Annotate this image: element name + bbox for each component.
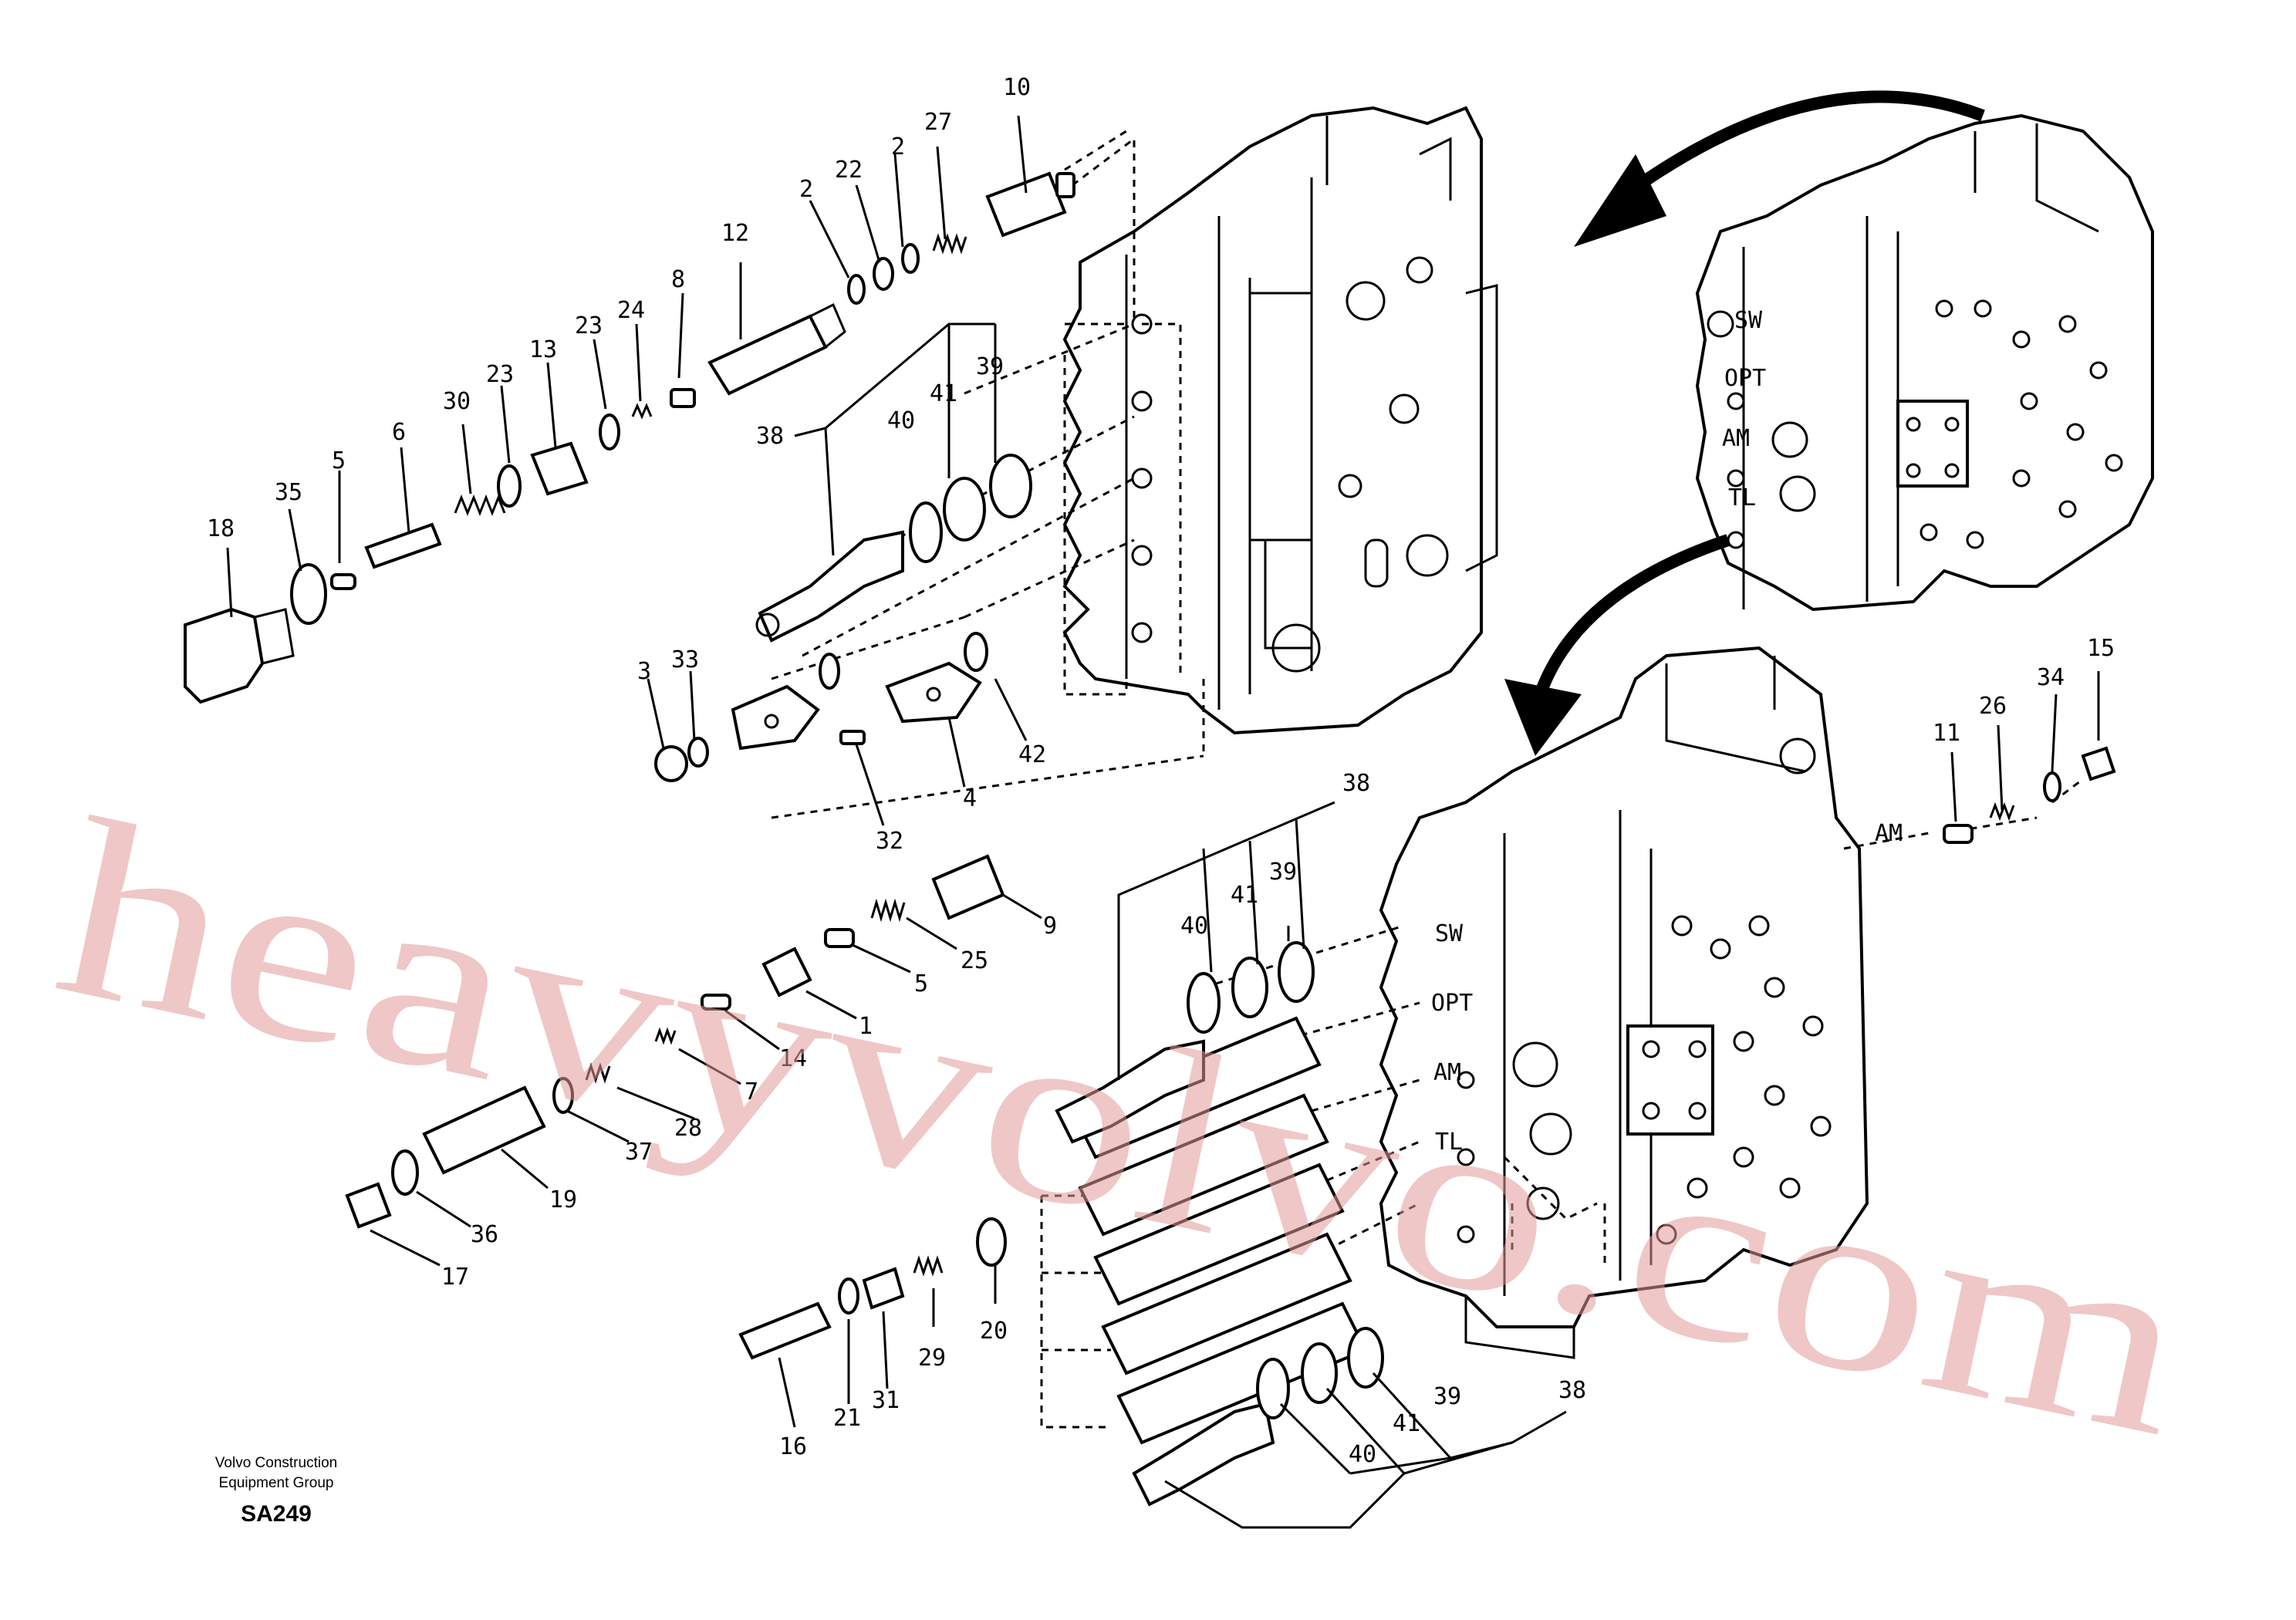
callout-40: 40: [1180, 913, 1208, 940]
callout-40: 40: [1349, 1441, 1376, 1468]
callout-32: 32: [876, 828, 903, 855]
callout-23: 23: [486, 361, 514, 388]
callout-22: 22: [835, 157, 863, 184]
callout-25: 25: [961, 947, 988, 974]
port-label-am: AM: [1433, 1059, 1461, 1086]
port-label-tl: TL: [1728, 484, 1756, 511]
callout-labels: 10 27 2 22 2 12 8 24 23 13 23 30 6 5 35 …: [207, 74, 2115, 1468]
port-label-opt: OPT: [1431, 990, 1473, 1017]
caption-company: Volvo Construction: [215, 1455, 337, 1471]
callout-40: 40: [887, 407, 915, 434]
callout-31: 31: [872, 1387, 900, 1414]
port-label-am: AM: [1722, 425, 1750, 452]
callout-10: 10: [1003, 74, 1031, 101]
callout-21: 21: [833, 1405, 861, 1432]
right-top-valve-view: [1695, 113, 2154, 612]
callout-41: 41: [930, 380, 957, 407]
upper-valve-block: [1062, 106, 1498, 735]
callout-20: 20: [980, 1318, 1008, 1345]
callout-39: 39: [976, 353, 1004, 380]
callout-28: 28: [674, 1115, 702, 1142]
port-labels-lower: SW OPT AM TL AM: [1431, 820, 1903, 1156]
callout-3: 3: [637, 658, 651, 685]
upper-dash-lines: [771, 130, 1205, 819]
callout-4: 4: [963, 785, 977, 812]
callout-38: 38: [1558, 1377, 1586, 1404]
right-side-parts: [1943, 746, 2116, 844]
callout-5: 5: [332, 447, 346, 474]
rotation-arrows: [1504, 90, 1985, 756]
port-label-sw: SW: [1435, 920, 1464, 947]
callout-27: 27: [924, 109, 952, 136]
callout-38: 38: [756, 423, 784, 450]
callout-24: 24: [617, 297, 645, 324]
port-label-opt: OPT: [1724, 365, 1766, 392]
callout-17: 17: [441, 1264, 469, 1291]
callout-14: 14: [779, 1045, 807, 1072]
upper-valve-cartridge-group: [654, 454, 1032, 782]
leader-lines: [226, 115, 2100, 1529]
callout-7: 7: [745, 1078, 758, 1105]
lower-spools: [1055, 941, 1384, 1507]
callout-39: 39: [1269, 859, 1297, 886]
callout-35: 35: [275, 479, 302, 506]
callout-13: 13: [529, 336, 557, 363]
upper-left-parts: [184, 171, 1075, 704]
callout-23: 23: [575, 312, 603, 339]
callout-11: 11: [1933, 720, 1960, 747]
callout-39: 39: [1433, 1383, 1461, 1410]
callout-16: 16: [779, 1433, 807, 1460]
callout-6: 6: [392, 419, 406, 446]
callout-34: 34: [2037, 664, 2065, 691]
port-labels-upper: SW OPT AM TL: [1722, 307, 1766, 511]
callout-1: 1: [859, 1013, 873, 1040]
caption: Volvo Construction Equipment Group SA249: [215, 1455, 337, 1527]
callout-37: 37: [625, 1139, 653, 1166]
callout-2: 2: [891, 133, 905, 160]
lower-left-parts: [345, 854, 1007, 1360]
callout-36: 36: [471, 1221, 498, 1248]
callout-9: 9: [1043, 913, 1057, 940]
callout-18: 18: [207, 515, 235, 542]
port-label-am-side: AM: [1875, 820, 1903, 847]
caption-code: SA249: [241, 1501, 312, 1527]
callout-2: 2: [799, 176, 813, 203]
callout-33: 33: [671, 646, 699, 673]
callout-41: 41: [1231, 882, 1258, 909]
callout-26: 26: [1979, 693, 2007, 720]
callout-8: 8: [671, 266, 685, 293]
callout-12: 12: [721, 220, 749, 247]
port-label-sw: SW: [1734, 307, 1763, 334]
callout-42: 42: [1018, 741, 1046, 768]
callout-38: 38: [1342, 770, 1370, 797]
callout-29: 29: [918, 1345, 946, 1372]
callout-15: 15: [2087, 635, 2115, 662]
caption-group: Equipment Group: [219, 1475, 334, 1491]
lower-valve-block: [1379, 646, 1869, 1359]
callout-19: 19: [549, 1186, 577, 1213]
callout-30: 30: [443, 388, 471, 415]
port-label-tl: TL: [1435, 1129, 1463, 1156]
callout-41: 41: [1393, 1410, 1420, 1437]
watermark-text: heavyvolvo.com: [38, 765, 2210, 1490]
callout-5: 5: [914, 970, 928, 997]
